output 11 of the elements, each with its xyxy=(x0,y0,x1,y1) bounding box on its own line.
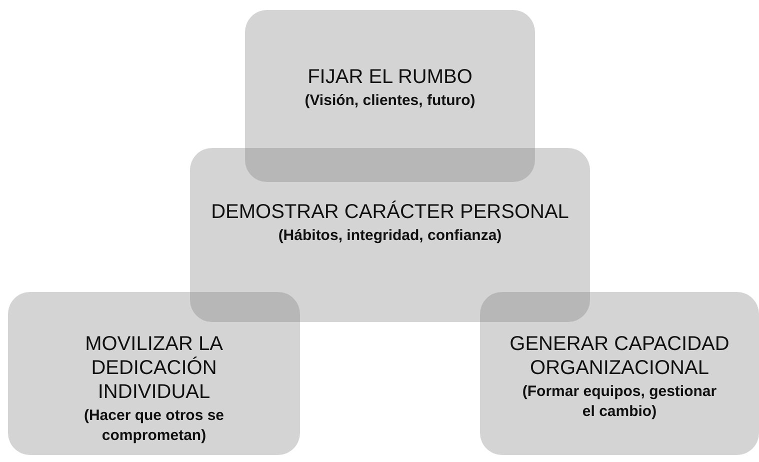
subtitle-text: (Formar equipos, gestionar el cambio) xyxy=(521,382,718,422)
rounded-panel xyxy=(190,148,590,322)
heading-text: GENERAR CAPACIDAD ORGANIZACIONAL xyxy=(508,332,730,380)
rounded-panel xyxy=(8,292,300,455)
subtitle-text: (Visión, clientes, futuro) xyxy=(304,91,476,111)
subtitle-text: (Hacer que otros se comprometan) xyxy=(82,406,226,446)
heading-text: DEMOSTRAR CARÁCTER PERSONAL xyxy=(211,200,569,224)
rounded-panel xyxy=(480,292,759,455)
subtitle-text: (Hábitos, integridad, confianza) xyxy=(278,226,502,246)
heading-text: FIJAR EL RUMBO xyxy=(308,65,472,89)
heading-text: MOVILIZAR LA DEDICACIÓN INDIVIDUAL xyxy=(84,332,224,404)
